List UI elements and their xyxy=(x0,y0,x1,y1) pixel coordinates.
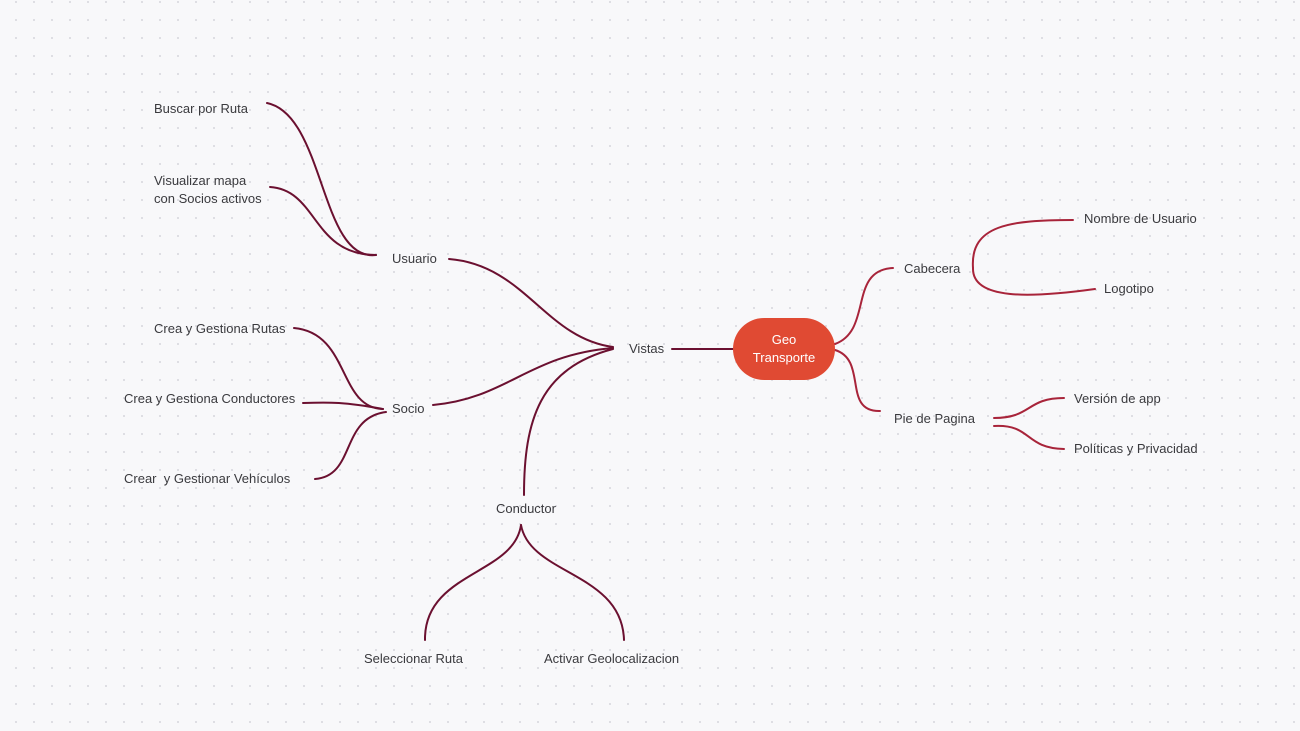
edge-usuario-buscar xyxy=(266,102,377,257)
node-nombre-de-usuario[interactable]: Nombre de Usuario xyxy=(1084,211,1197,226)
node-crear-gestionar-vehiculos[interactable]: Crear y Gestionar Vehículos xyxy=(124,471,291,486)
node-socio[interactable]: Socio xyxy=(392,401,425,416)
edge-socio-vehiculos xyxy=(314,411,387,480)
edge-vistas-usuario xyxy=(448,258,614,348)
node-vistas[interactable]: Vistas xyxy=(629,341,665,356)
edge-cabecera-nombre xyxy=(971,219,1074,269)
node-visualizar-mapa[interactable]: Visualizar mapa con Socios activos xyxy=(154,173,262,206)
central-topic-line-2: Transporte xyxy=(752,350,816,365)
edge-usuario-visualizar xyxy=(269,186,377,256)
node-politicas-privacidad[interactable]: Políticas y Privacidad xyxy=(1074,441,1198,456)
node-usuario[interactable]: Usuario xyxy=(392,251,437,266)
central-topic-node[interactable]: Geo Transporte xyxy=(733,318,835,380)
edge-vistas-socio xyxy=(432,347,614,406)
edge-pie-version xyxy=(993,397,1065,419)
node-logotipo[interactable]: Logotipo xyxy=(1104,281,1154,296)
edge-vistas-conductor xyxy=(523,348,614,496)
edge-conductor-geolocalizacion xyxy=(520,524,625,641)
edge-socio-conductores xyxy=(302,401,384,410)
edge-pie-politicas xyxy=(993,424,1065,450)
node-buscar-por-ruta[interactable]: Buscar por Ruta xyxy=(154,101,248,116)
edge-socio-rutas xyxy=(293,327,384,410)
central-topic-label: Geo Transporte xyxy=(753,331,815,367)
node-activar-geolocalizacion[interactable]: Activar Geolocalizacion xyxy=(544,651,680,666)
edge-conductor-seleccionar xyxy=(423,524,522,641)
node-version-de-app[interactable]: Versión de app xyxy=(1074,391,1161,406)
node-pie-de-pagina[interactable]: Pie de Pagina xyxy=(894,411,975,426)
node-cabecera[interactable]: Cabecera xyxy=(904,261,961,276)
node-seleccionar-ruta[interactable]: Seleccionar Ruta xyxy=(364,651,463,666)
node-crea-gestiona-conductores[interactable]: Crea y Gestiona Conductores xyxy=(124,391,296,406)
edge-central-cabecera xyxy=(834,267,894,345)
central-topic-line-1: Geo xyxy=(771,332,797,347)
edge-cabecera-logotipo xyxy=(971,267,1096,296)
node-conductor[interactable]: Conductor xyxy=(496,501,556,516)
edge-central-pie xyxy=(834,349,881,413)
node-crea-gestiona-rutas[interactable]: Crea y Gestiona Rutas xyxy=(154,321,286,336)
